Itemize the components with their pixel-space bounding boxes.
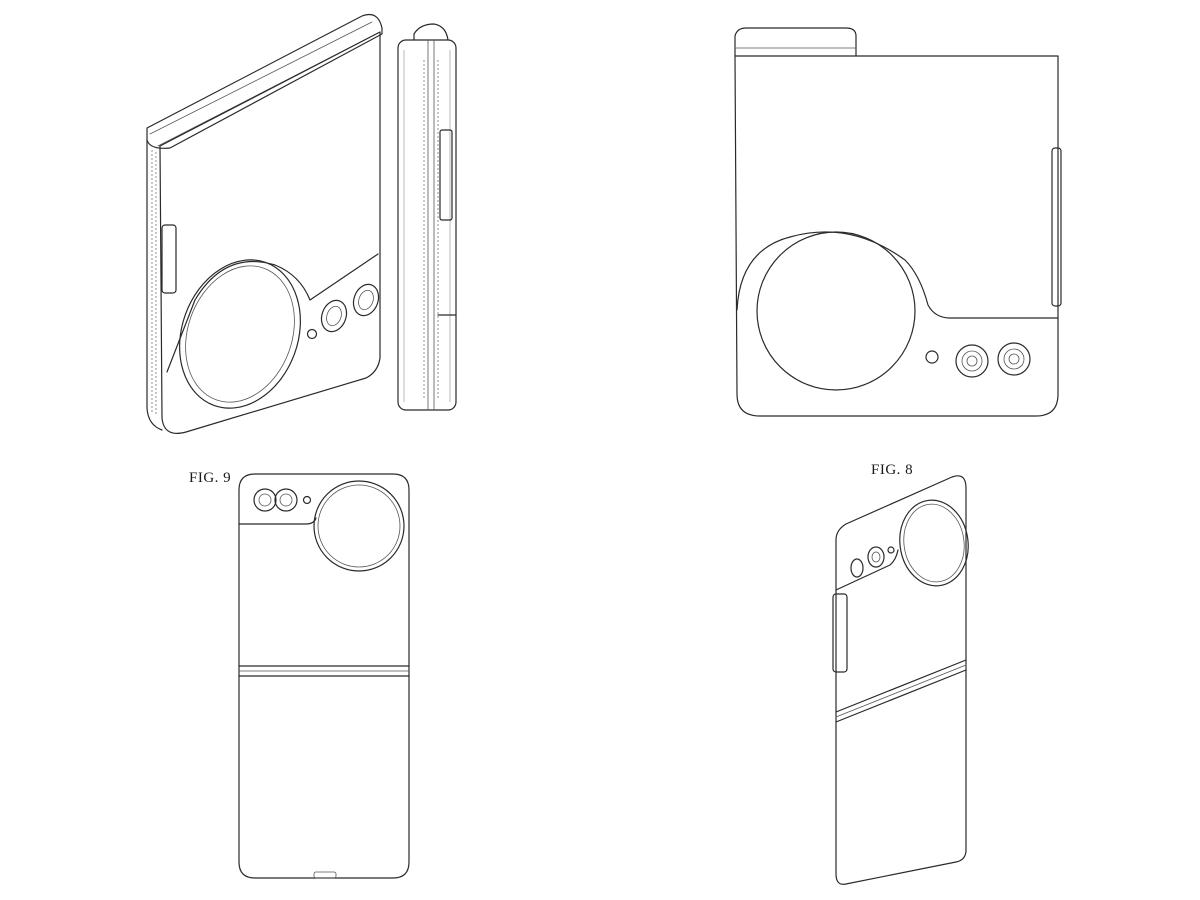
- folded-phone-perspective-view: [146, 13, 383, 434]
- figure-label-fig-8: FIG. 8: [871, 462, 914, 478]
- unfolded-phone-perspective-view: [832, 475, 969, 885]
- figure-label-fig-9: FIG. 9: [189, 470, 232, 486]
- folded-phone-front-view: [734, 27, 1062, 417]
- unfolded-phone-back-view: [238, 473, 410, 879]
- folded-phone-side-view: [397, 23, 457, 411]
